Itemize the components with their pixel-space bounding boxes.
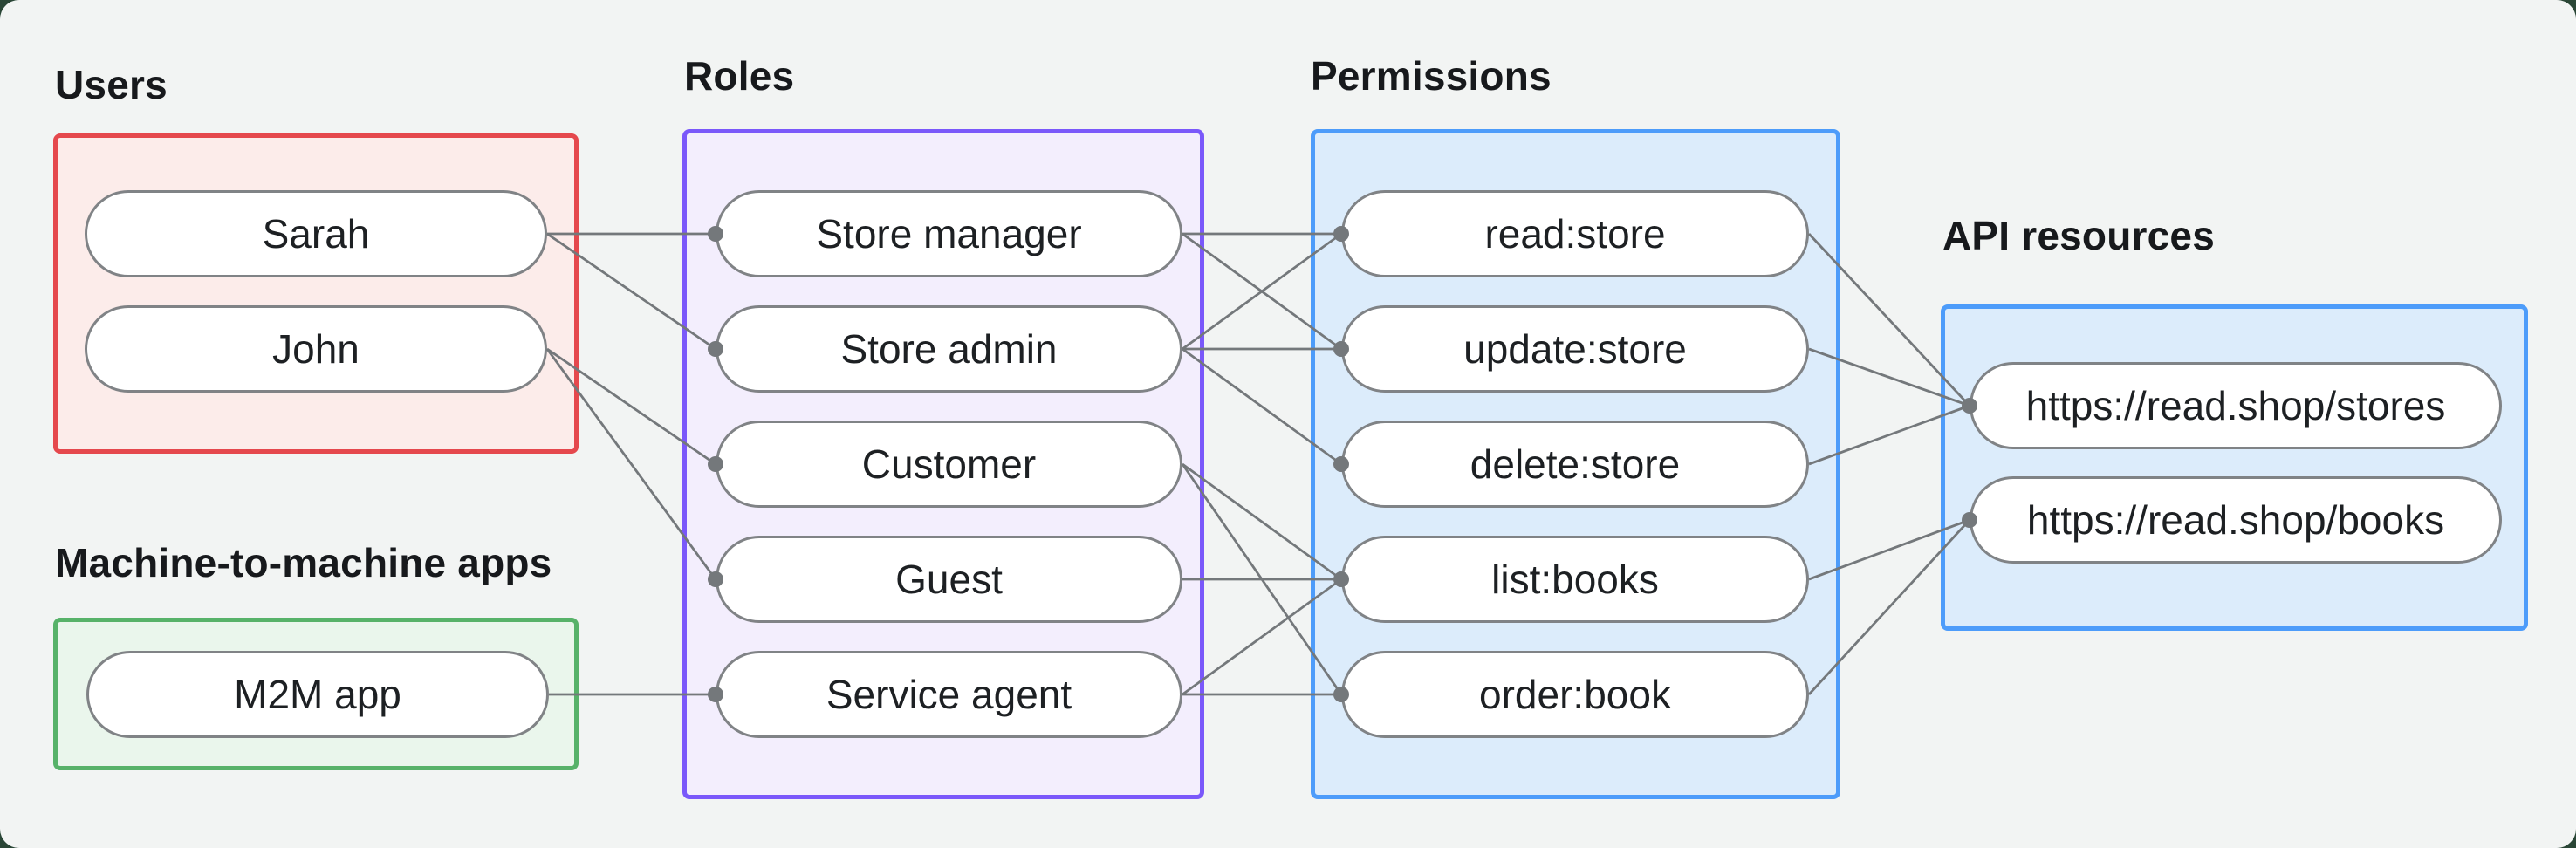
group-box-api (1941, 304, 2528, 631)
node-store-manager: Store manager (716, 190, 1182, 277)
node-john: John (85, 305, 547, 393)
node-guest: Guest (716, 536, 1182, 623)
group-label-users: Users (55, 62, 168, 107)
group-label-api: API resources (1942, 213, 2215, 258)
node-books-api: https://read.shop/books (1970, 476, 2502, 564)
node-list-books: list:books (1341, 536, 1809, 623)
node-read-store: read:store (1341, 190, 1809, 277)
node-service-agent: Service agent (716, 651, 1182, 738)
group-label-roles: Roles (684, 53, 795, 99)
node-update-store: update:store (1341, 305, 1809, 393)
node-sarah: Sarah (85, 190, 547, 277)
group-label-permissions: Permissions (1311, 53, 1552, 99)
group-label-m2m: Machine-to-machine apps (55, 540, 552, 585)
node-customer: Customer (716, 421, 1182, 508)
node-order-book: order:book (1341, 651, 1809, 738)
node-stores-api: https://read.shop/stores (1970, 362, 2502, 449)
node-m2m-app: M2M app (86, 651, 549, 738)
node-store-admin: Store admin (716, 305, 1182, 393)
group-box-users (53, 133, 579, 454)
node-delete-store: delete:store (1341, 421, 1809, 508)
